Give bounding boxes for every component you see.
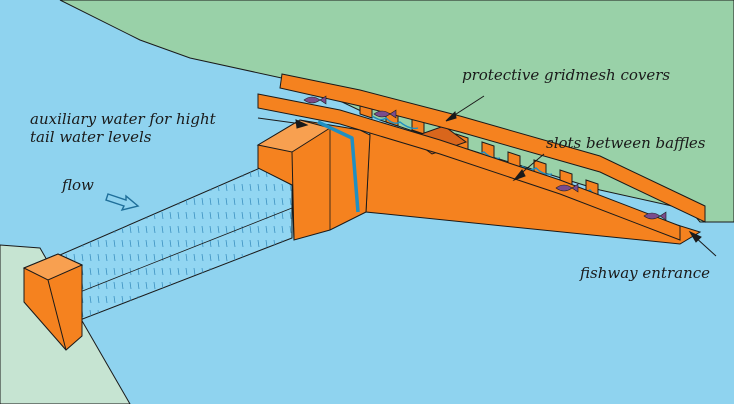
- weir-end-block-top: [22, 253, 84, 281]
- weir-crest-line: [79, 207, 293, 293]
- fish-icon: [373, 109, 397, 119]
- upper-cover-rail: [279, 73, 706, 223]
- auxiliary-water-pipe: [317, 120, 360, 213]
- flow-arrow-icon: [105, 193, 140, 212]
- label-flow: flow: [62, 176, 94, 194]
- label-protective-gridmesh-covers: protective gridmesh covers: [462, 66, 671, 84]
- fish-icon: [555, 183, 579, 193]
- weir-water-curtain: [60, 168, 292, 320]
- fish-icon: [643, 211, 667, 221]
- label-auxiliary-water-line2: tail water levels: [30, 128, 152, 146]
- label-slots-between-baffles: slots between baffles: [546, 134, 706, 152]
- label-auxiliary-water-line1: auxiliary water for hight: [30, 110, 216, 128]
- lower-cover-rail: [257, 93, 681, 241]
- fish-icon: [303, 95, 327, 105]
- channel-water: [371, 115, 651, 217]
- label-fishway-entrance: fishway entrance: [580, 264, 711, 282]
- leader-arrows: [257, 95, 717, 257]
